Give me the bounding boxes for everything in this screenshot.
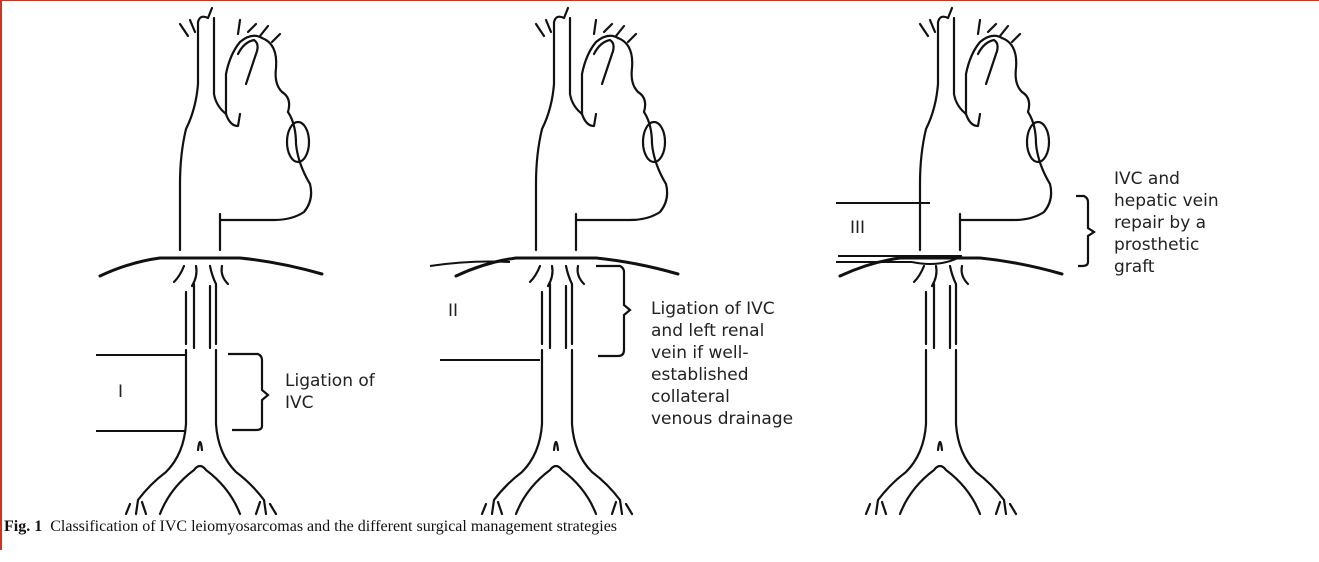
panel-1-bracket: [228, 354, 268, 430]
panel-2-annotation: Ligation of IVC and left renal vein if w…: [651, 298, 793, 430]
panel-2-roman-numeral: II: [448, 301, 458, 321]
figure-caption: Fig. 1 Classification of IVC leiomyosarc…: [4, 518, 617, 536]
panel-3-bracket: [1076, 196, 1094, 266]
panel-3-annotation: IVC and hepatic vein repair by a prosthe…: [1114, 168, 1219, 278]
panel-1-tumor-box: [96, 355, 185, 431]
panel-2-bracket: [596, 266, 630, 356]
panel-3-roman-numeral: III: [850, 218, 865, 238]
panel-1-annotation: Ligation of IVC: [285, 370, 375, 414]
panel-1-vessel-drawing: [100, 8, 322, 514]
panel-1-roman-numeral: I: [118, 382, 123, 402]
panel-2-tumor-box: [430, 262, 540, 361]
figure-label: Fig. 1: [4, 518, 42, 535]
figure-caption-text: Classification of IVC leiomyosarcomas an…: [50, 518, 617, 535]
